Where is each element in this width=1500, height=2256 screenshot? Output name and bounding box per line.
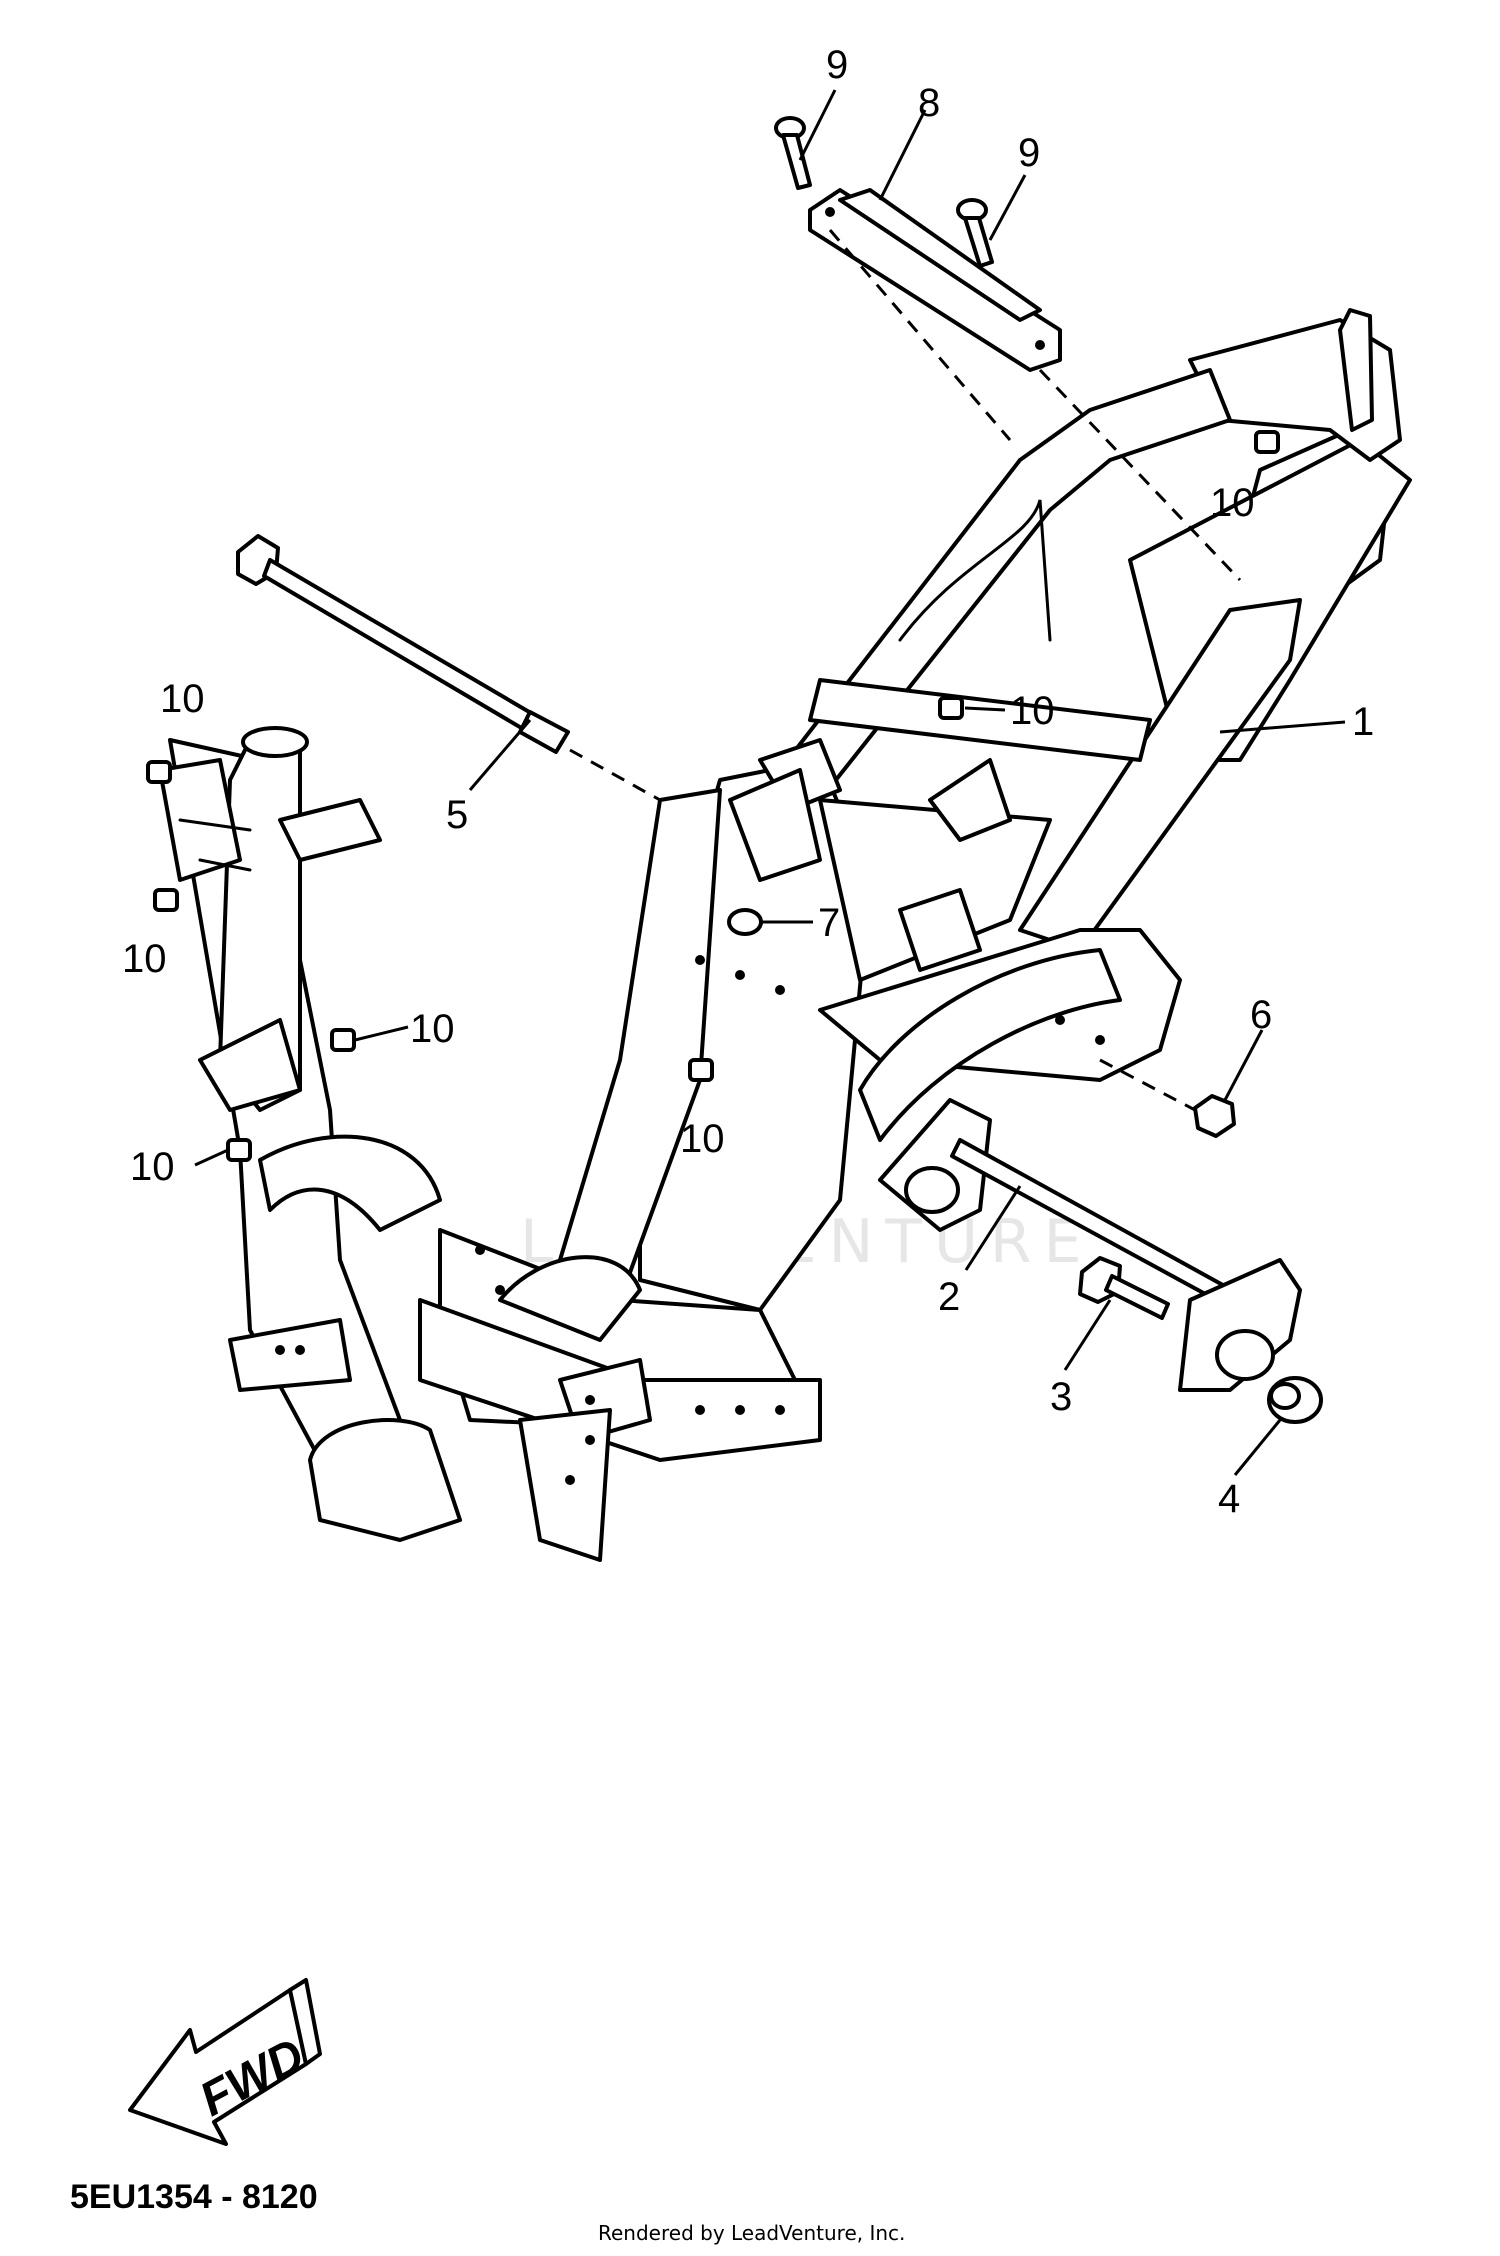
callout-3: 3 [1050, 1375, 1072, 1419]
callout-10-a: 10 [160, 677, 205, 721]
callout-10-c: 10 [410, 1007, 455, 1051]
callout-4: 4 [1218, 1477, 1240, 1521]
leader-lines [194, 89, 1346, 1476]
callout-9-left: 9 [826, 43, 848, 87]
part-2-pivot-shaft [878, 1098, 1302, 1392]
callout-9-right: 9 [1018, 131, 1040, 175]
render-credit: Rendered by LeadVenture, Inc. [598, 2221, 905, 2245]
part-4-collar [1267, 1376, 1323, 1424]
callout-labels: 1 2 3 4 5 6 7 8 9 9 10 10 10 10 10 10 10 [122, 43, 1374, 1521]
callout-6: 6 [1250, 993, 1272, 1037]
callout-8: 8 [918, 81, 940, 125]
callout-10-b: 10 [122, 937, 167, 981]
main-frame [168, 308, 1412, 1562]
front-bracket [158, 758, 382, 882]
part-6-nut [1193, 1094, 1236, 1138]
part-3-bolt [1078, 1256, 1170, 1320]
part-7-nut [727, 908, 763, 936]
callout-2: 2 [938, 1275, 960, 1319]
fwd-arrow: FWD [128, 1978, 322, 2146]
part-9-bolt-left [774, 116, 812, 190]
diagram-code: 5EU1354 - 8120 [70, 2178, 318, 2216]
callout-10-g: 10 [1210, 481, 1255, 525]
part-9-bolt-right [956, 198, 994, 268]
callout-1: 1 [1352, 700, 1374, 744]
callout-5: 5 [446, 793, 468, 837]
callout-10-d: 10 [130, 1145, 175, 1189]
part-8-bracket [808, 188, 1062, 372]
part-5-long-bolt [236, 534, 570, 754]
callout-10-e: 10 [680, 1117, 725, 1161]
callout-10-f: 10 [1010, 689, 1055, 733]
callout-7: 7 [818, 901, 840, 945]
